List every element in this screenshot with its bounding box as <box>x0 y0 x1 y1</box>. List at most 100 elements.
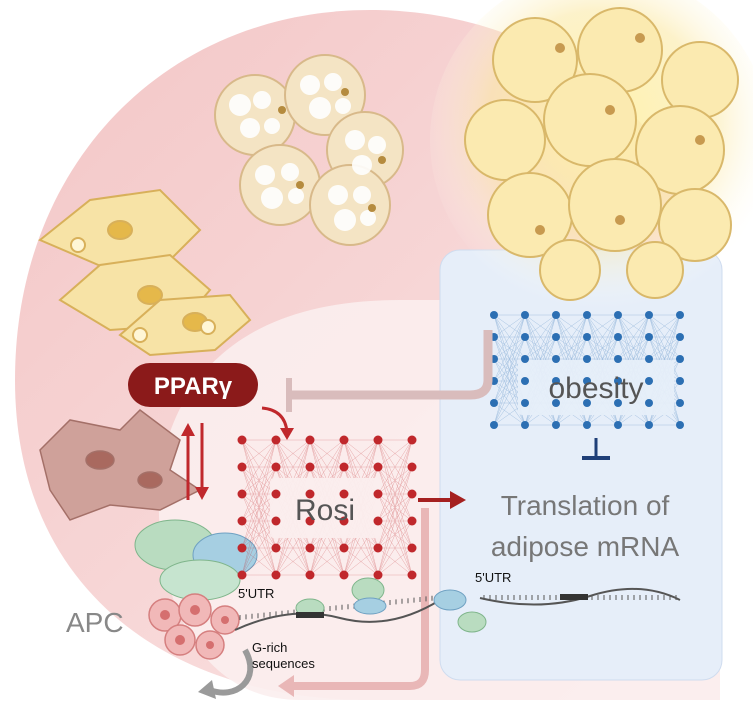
network-node <box>645 377 653 385</box>
network-edge <box>555 314 588 360</box>
recycle-arrow-icon <box>198 648 254 699</box>
network-edge <box>648 314 681 338</box>
network-node <box>305 543 315 553</box>
network-node <box>373 570 383 580</box>
network-edge <box>309 439 345 468</box>
network-edge <box>377 439 413 549</box>
network-edge <box>343 547 379 576</box>
network-edge <box>241 439 277 468</box>
network-edge <box>241 547 277 576</box>
translation-label-line1: Translation of <box>501 490 670 521</box>
network-edge <box>241 520 277 576</box>
network-edge <box>377 466 413 549</box>
network-edge <box>648 336 681 360</box>
network-edge <box>377 466 413 495</box>
apc-cells <box>148 593 240 660</box>
network-edge <box>617 314 650 338</box>
preadipocyte-cells <box>38 188 252 357</box>
network-node <box>614 377 622 385</box>
network-edge <box>377 466 413 549</box>
network-edge <box>493 336 526 404</box>
network-edge <box>309 547 345 576</box>
network-node <box>237 435 247 445</box>
network-node <box>305 570 315 580</box>
network-node <box>407 516 417 526</box>
network-node <box>676 399 684 407</box>
network-edge <box>586 314 619 338</box>
obesity-to-ppar-inhibition-arrow <box>286 330 493 412</box>
network-edge <box>377 439 413 522</box>
network-node <box>676 355 684 363</box>
network-edge <box>555 336 588 360</box>
network-edge <box>524 314 557 360</box>
mrna-strand-right <box>433 587 681 633</box>
network-edge <box>648 314 681 382</box>
network-edge <box>524 314 557 338</box>
network-edge <box>377 493 413 549</box>
network-edge <box>493 336 526 382</box>
network-edge <box>555 314 588 360</box>
network-edge <box>586 314 619 338</box>
network-node <box>373 516 383 526</box>
network-node <box>407 435 417 445</box>
ppar-gamma-badge: PPARγ <box>128 363 258 407</box>
network-edge <box>648 314 681 404</box>
ppar-to-rosi-arrow <box>261 406 294 440</box>
utr-left-label: 5'UTR <box>238 586 274 601</box>
network-edge <box>377 493 413 522</box>
network-edge <box>275 547 311 576</box>
network-node <box>676 333 684 341</box>
network-edge <box>241 520 277 549</box>
network-node <box>305 435 315 445</box>
network-node <box>339 489 349 499</box>
network-edge <box>377 439 413 576</box>
network-node <box>521 311 529 319</box>
network-edge <box>493 314 526 382</box>
network-edge <box>241 439 277 522</box>
network-node <box>407 570 417 580</box>
network-edge <box>493 314 526 338</box>
network-node <box>552 421 560 429</box>
network-edge <box>377 520 413 549</box>
network-node <box>521 355 529 363</box>
network-edge <box>586 336 619 360</box>
network-edge <box>617 314 650 360</box>
network-node <box>583 355 591 363</box>
network-node <box>490 399 498 407</box>
network-edge <box>241 493 277 576</box>
network-node <box>339 435 349 445</box>
network-edge <box>241 439 277 576</box>
network-edge <box>275 439 311 468</box>
network-edge <box>648 336 681 382</box>
network-edge <box>377 520 413 576</box>
network-edge <box>493 336 526 360</box>
network-edge <box>377 466 413 495</box>
ppar-bidirectional-arrows <box>181 423 209 500</box>
network-node <box>583 311 591 319</box>
network-node <box>676 421 684 429</box>
network-node <box>271 570 281 580</box>
network-edge <box>617 314 650 338</box>
network-edge <box>377 547 413 576</box>
network-node <box>407 543 417 553</box>
network-node <box>645 311 653 319</box>
network-edge <box>343 439 379 468</box>
network-node <box>552 355 560 363</box>
network-node <box>373 543 383 553</box>
network-edge <box>377 493 413 522</box>
network-edge <box>241 466 277 522</box>
network-node <box>614 311 622 319</box>
network-node <box>271 462 281 472</box>
network-node <box>676 377 684 385</box>
network-edge <box>377 466 413 522</box>
network-node <box>305 462 315 472</box>
network-edge <box>309 439 345 468</box>
network-edge <box>493 314 526 426</box>
network-edge <box>617 336 650 360</box>
obesity-network <box>490 311 684 429</box>
network-node <box>339 462 349 472</box>
network-edge <box>555 336 588 360</box>
glowing-adipocyte-cluster <box>430 0 753 310</box>
network-edge <box>241 466 277 576</box>
network-node <box>339 516 349 526</box>
